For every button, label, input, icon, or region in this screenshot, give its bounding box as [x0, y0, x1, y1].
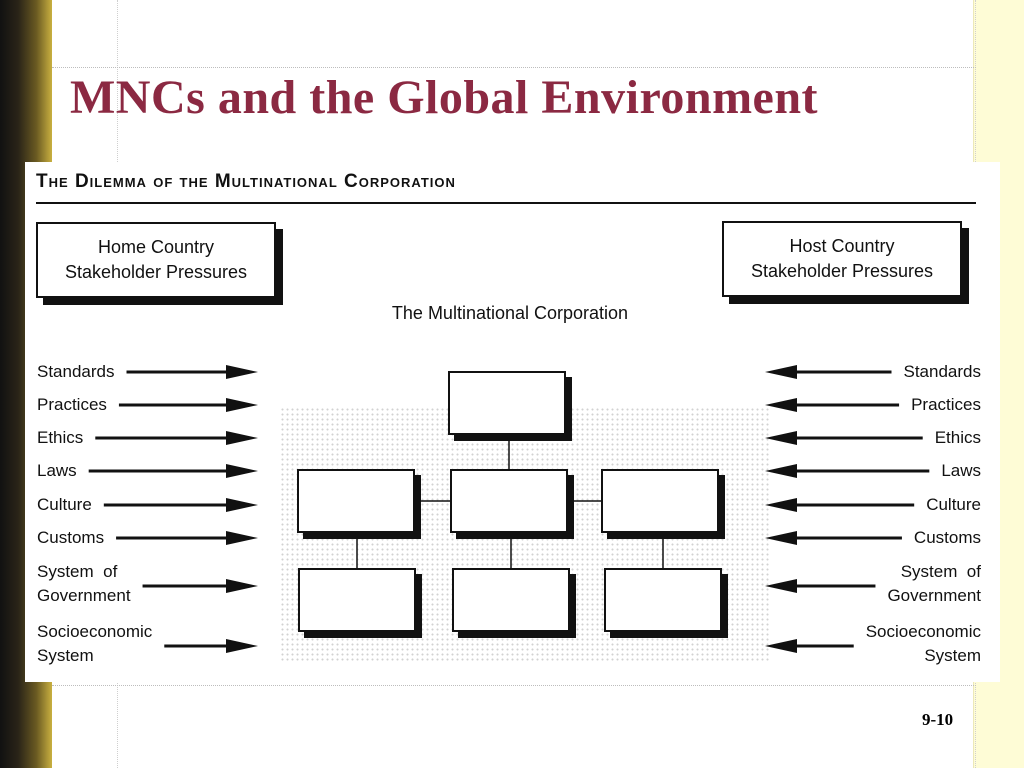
home-pressure-arrow: [88, 464, 258, 478]
factor-line: Ethics: [37, 428, 84, 447]
host-factor-label: Ethics: [935, 426, 981, 450]
home-factor-label: Customs: [37, 526, 104, 550]
host-pressure-arrow: [765, 639, 854, 653]
home-box-line1: Home Country: [97, 237, 215, 257]
factor-line: Practices: [911, 395, 981, 414]
host-country-pressures-box: Host Country Stakeholder Pressures: [722, 221, 962, 297]
factor-line: Culture: [926, 495, 981, 514]
home-box-line2: Stakeholder Pressures: [64, 262, 248, 282]
factor-line: Practices: [37, 395, 107, 414]
arrows-and-connectors: [88, 365, 930, 653]
dilemma-diagram: The Dilemma of the Multinational Corpora…: [25, 162, 1000, 682]
factor-line: Government: [37, 586, 131, 605]
host-factor-label: Laws: [941, 459, 981, 483]
host-box-line2: Stakeholder Pressures: [750, 261, 934, 281]
factor-line: System of: [37, 562, 118, 581]
host-box-line1: Host Country: [789, 236, 895, 256]
home-country-pressures-box: Home Country Stakeholder Pressures: [36, 222, 276, 298]
org-box-bottom-center: [452, 568, 570, 632]
home-factor-label: Standards: [37, 360, 115, 384]
factor-line: Laws: [37, 461, 77, 480]
org-box-mid-center: [450, 469, 568, 533]
home-pressure-arrow: [164, 639, 258, 653]
factor-line: Government: [887, 586, 981, 605]
org-box-top: [448, 371, 566, 435]
factor-line: System: [924, 646, 981, 665]
factor-line: Standards: [37, 362, 115, 381]
factor-line: Culture: [37, 495, 92, 514]
factor-line: Customs: [913, 528, 981, 547]
home-pressure-arrow: [142, 579, 258, 593]
corporation-label: The Multinational Corporation: [391, 303, 629, 323]
host-pressure-arrow: [765, 464, 930, 478]
home-pressure-arrow: [126, 365, 258, 379]
slide-number: 9-10: [922, 710, 954, 729]
host-pressure-arrow: [765, 398, 900, 412]
home-pressure-arrow: [103, 498, 258, 512]
org-box-mid-right: [601, 469, 719, 533]
factor-line: Socioeconomic: [37, 622, 153, 641]
home-factor-label: Laws: [37, 459, 77, 483]
home-factor-label: Practices: [37, 393, 107, 417]
host-factor-label: Standards: [904, 360, 982, 384]
factor-line: Socioeconomic: [865, 622, 981, 641]
home-pressure-arrow: [118, 398, 258, 412]
factor-line: System: [37, 646, 94, 665]
home-pressure-arrow: [95, 431, 258, 445]
host-pressure-arrow: [765, 531, 902, 545]
factor-line: Laws: [941, 461, 981, 480]
guide-line: [52, 67, 976, 68]
host-factor-label: Culture: [926, 493, 981, 517]
factor-line: Customs: [37, 528, 105, 547]
org-box-bottom-right: [604, 568, 722, 632]
host-factor-label: Customs: [914, 526, 981, 550]
host-factor-label: Practices: [911, 393, 981, 417]
org-box-mid-left: [297, 469, 415, 533]
org-box-bottom-left: [298, 568, 416, 632]
host-pressure-arrow: [765, 431, 923, 445]
host-pressure-arrow: [765, 579, 876, 593]
factor-line: Standards: [903, 362, 982, 381]
host-pressure-arrow: [765, 498, 915, 512]
diagram-title: The Dilemma of the Multinational Corpora…: [36, 171, 456, 192]
host-factor-label: System of Government: [887, 560, 981, 608]
host-pressure-arrow: [765, 365, 892, 379]
factor-line: System of: [900, 562, 981, 581]
slide-title: MNCs and the Global Environment: [70, 71, 819, 124]
home-factor-label: Culture: [37, 493, 92, 517]
factor-line: Ethics: [934, 428, 981, 447]
home-pressure-arrow: [116, 531, 258, 545]
guide-line: [52, 685, 976, 686]
home-factor-label: Ethics: [37, 426, 83, 450]
home-factor-label: System of Government: [37, 560, 131, 608]
title-rule: [36, 202, 976, 204]
